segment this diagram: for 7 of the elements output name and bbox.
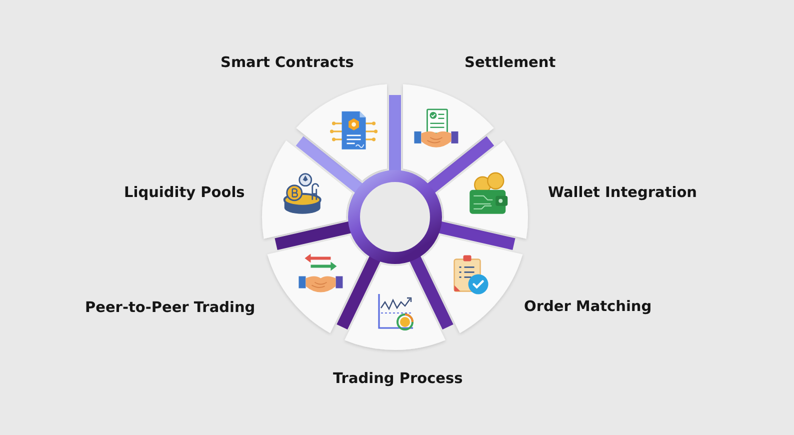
- segment-label: Order Matching: [524, 298, 652, 316]
- segment-label: Smart Contracts: [220, 54, 354, 72]
- segment-label: Settlement: [464, 54, 556, 72]
- segment-label: Trading Process: [333, 370, 463, 388]
- segment-label: Wallet Integration: [548, 184, 698, 202]
- segment-label: Peer-to-Peer Trading: [85, 299, 256, 318]
- segment-label: Liquidity Pools: [124, 184, 245, 202]
